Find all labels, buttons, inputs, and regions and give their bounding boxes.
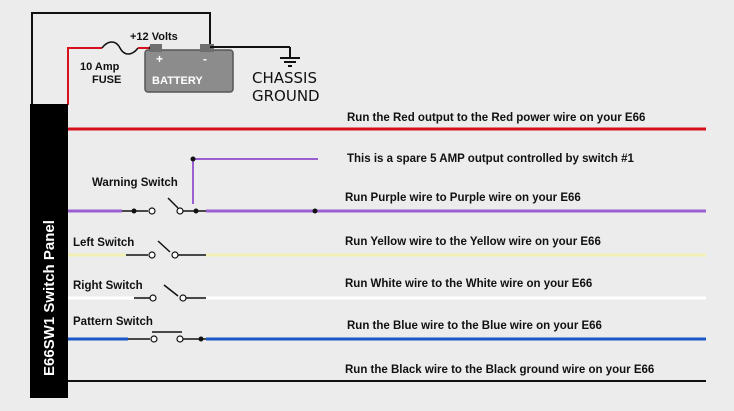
blue-wire-instruction: Run the Blue wire to the Blue wire on yo… <box>347 320 602 332</box>
warning-switch-icon <box>122 197 206 218</box>
switch-panel-label: E66SW1 Switch Panel <box>41 220 58 376</box>
right-switch-label: Right Switch <box>73 280 143 292</box>
red-wire-instruction: Run the Red output to the Red power wire… <box>347 112 645 124</box>
pattern-switch-label: Pattern Switch <box>73 316 153 328</box>
fuse-label-line2: FUSE <box>92 74 121 86</box>
battery-icon <box>144 44 290 93</box>
spare-output-junction <box>190 156 196 162</box>
right-switch-icon <box>134 284 206 305</box>
purple-wire-instruction: Run Purple wire to Purple wire on your E… <box>345 192 581 204</box>
left-switch-label: Left Switch <box>73 237 134 249</box>
battery-label: BATTERY <box>152 75 203 87</box>
battery-plus-label: + <box>156 52 163 66</box>
chassis-ground-label-line1: CHASSIS <box>252 69 317 87</box>
spare-output-instruction: This is a spare 5 AMP output controlled … <box>347 153 635 165</box>
chassis-ground-icon <box>280 47 300 67</box>
white-wire-instruction: Run White wire to the White wire on your… <box>345 278 592 290</box>
voltage-label: +12 Volts <box>130 31 178 43</box>
battery-minus-label: - <box>203 52 207 66</box>
left-switch-icon <box>126 240 206 262</box>
purple-wire-junction <box>312 208 318 214</box>
black-wire-instruction: Run the Black wire to the Black ground w… <box>345 364 654 376</box>
pattern-switch-icon <box>128 326 206 346</box>
fuse-label-line1: 10 Amp <box>80 61 120 73</box>
warning-switch-label: Warning Switch <box>92 177 178 189</box>
red-power-supply-wire <box>67 47 102 105</box>
yellow-wire-instruction: Run Yellow wire to the Yellow wire on yo… <box>345 236 601 248</box>
switch-panel <box>30 104 68 398</box>
chassis-ground-label-line2: GROUND <box>252 87 320 105</box>
black-ground-loop-wire <box>31 12 211 105</box>
